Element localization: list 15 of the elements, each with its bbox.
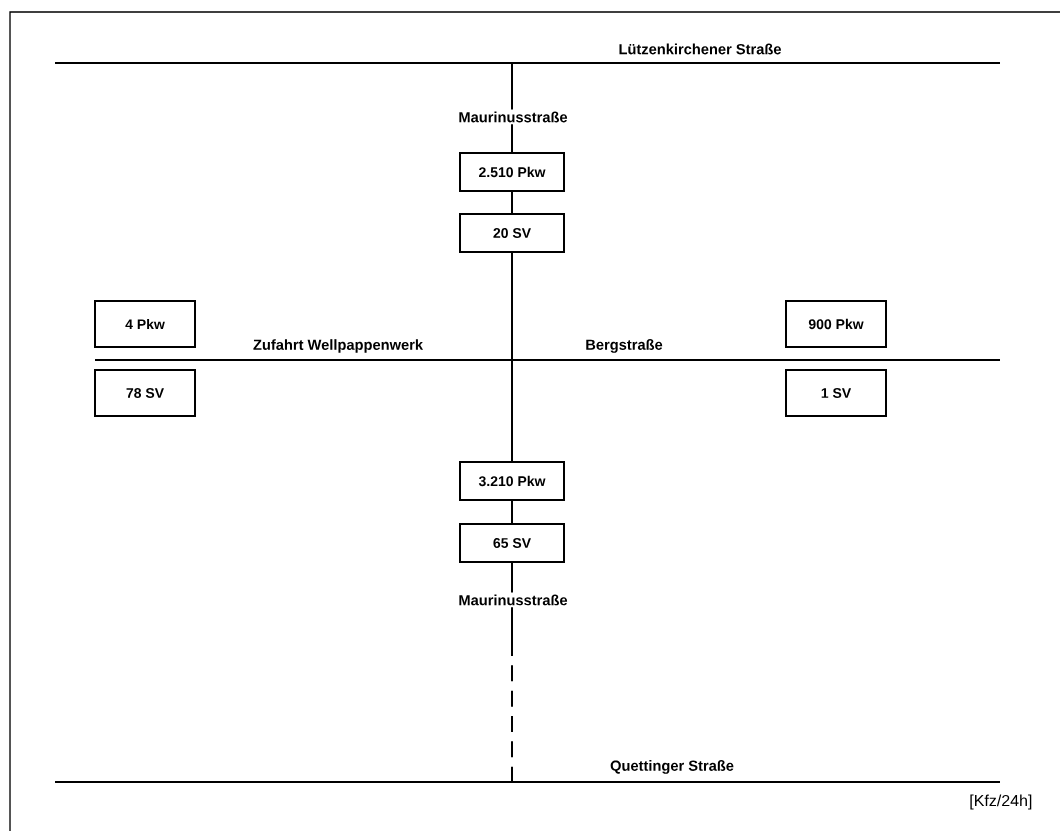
count-box: 4 Pkw: [94, 300, 196, 348]
street-name: Quettinger Straße: [608, 758, 736, 776]
count-box: 3.210 Pkw: [459, 461, 565, 501]
street-name: Zufahrt Wellpappenwerk: [251, 337, 426, 355]
count-box: 2.510 Pkw: [459, 152, 565, 192]
count-box: 20 SV: [459, 213, 565, 253]
count-box: 900 Pkw: [785, 300, 887, 348]
street-name: Maurinusstraße: [456, 592, 570, 608]
count-box: 65 SV: [459, 523, 565, 563]
street-name: Lützenkirchener Straße: [616, 41, 784, 57]
street-name: Maurinusstraße: [456, 109, 570, 125]
unit-note: [Kfz/24h]: [970, 794, 1032, 810]
street-name: Bergstraße: [583, 337, 665, 355]
count-box: 78 SV: [94, 369, 196, 417]
count-box: 1 SV: [785, 369, 887, 417]
